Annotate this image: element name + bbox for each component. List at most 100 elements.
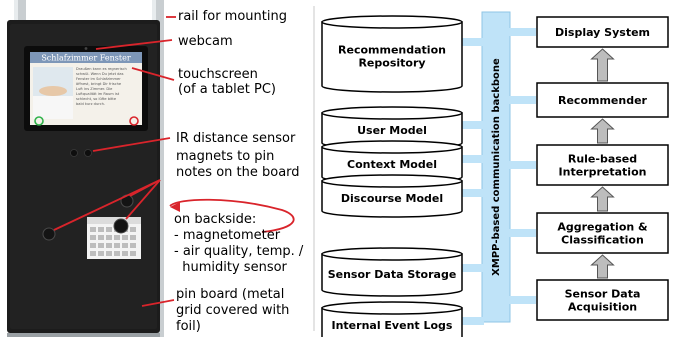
pointer-magnet-2 — [125, 179, 161, 220]
calendar-cell — [98, 251, 104, 256]
label-ir-sensor: IR distance sensor — [176, 131, 296, 146]
ir-sensor-left — [70, 149, 78, 157]
calendar-cell — [90, 243, 96, 248]
label-pin-board-detail-1: grid covered with — [176, 303, 290, 318]
screen-green-button — [34, 116, 44, 126]
calendar-cell — [114, 235, 120, 240]
calendar-cell — [130, 251, 136, 256]
database-top — [321, 174, 463, 188]
database-label: User Model — [357, 124, 427, 137]
ir-sensor-right — [84, 149, 92, 157]
screen-text-line: öffnest, bringt Dir frische — [76, 82, 122, 86]
label-magnets: magnets to pin — [176, 149, 275, 164]
pointer-magnet-3 — [129, 179, 161, 197]
backbone-connector — [508, 161, 536, 169]
pipeline-label: Classification — [561, 234, 644, 247]
screen-red-button — [129, 116, 139, 126]
backbone-connector — [508, 229, 536, 237]
calendar-cell — [106, 251, 112, 256]
backbone-connector — [460, 189, 484, 197]
screen-text-line: Luftqualität im Raum ist — [76, 92, 120, 96]
label-webcam: webcam — [178, 34, 233, 49]
calendar-cell — [90, 235, 96, 240]
pipeline-stage-2: Recommender — [536, 82, 669, 118]
flow-arrow-up — [590, 48, 615, 82]
pointer-webcam — [95, 39, 173, 50]
calendar-cell — [98, 227, 104, 232]
backbone-bar — [481, 11, 511, 323]
backbone-label: XMPP-based communication backbone — [491, 58, 502, 276]
screen-title: Schlafzimmer Fenster — [41, 54, 131, 63]
database-3: Context Model — [321, 140, 463, 184]
pipeline-box — [536, 279, 669, 321]
database-top — [321, 140, 463, 154]
screen-text-line: Fenster im Schlafzimmer — [76, 77, 121, 81]
backbone-connector — [460, 121, 484, 129]
calendar-cell — [122, 243, 128, 248]
calendar-cell — [106, 227, 112, 232]
database-top — [321, 15, 463, 29]
pipeline-label: Aggregation & — [557, 221, 648, 234]
database-label: Discourse Model — [341, 192, 443, 205]
xmpp-backbone: XMPP-based communication backbone — [460, 11, 536, 325]
database-top — [321, 106, 463, 120]
database-5: Sensor Data Storage — [321, 247, 463, 297]
pointer-lines — [53, 16, 295, 307]
label-humidity: humidity sensor — [174, 260, 287, 275]
backbone-connector — [460, 264, 484, 272]
calendar-cell — [98, 243, 104, 248]
calendar-cell — [106, 243, 112, 248]
flow-arrow-up — [590, 118, 615, 144]
database-label: Sensor Data Storage — [328, 268, 457, 281]
database-label: Repository — [358, 57, 425, 70]
board-foot — [7, 333, 160, 337]
webcam-lens — [84, 47, 88, 50]
backside-curve — [169, 198, 295, 233]
flow-arrow-up — [590, 186, 615, 212]
pipeline-box — [536, 16, 669, 48]
calendar-cell — [130, 227, 136, 232]
calendar-cell — [122, 235, 128, 240]
backside-arrowhead — [170, 202, 180, 212]
database-label: Recommendation — [338, 44, 446, 57]
pipeline-label: Interpretation — [559, 166, 647, 179]
magnet — [42, 227, 56, 241]
calendar-header — [87, 217, 141, 224]
calendar-cell — [114, 243, 120, 248]
database-top — [321, 301, 463, 315]
label-pin-board: pin board (metal — [176, 287, 285, 302]
label-touchscreen-detail: (of a tablet PC) — [178, 82, 276, 97]
label-backside-colon: : — [251, 212, 257, 227]
pipeline-label: Acquisition — [568, 301, 637, 314]
flow-arrow-up — [590, 254, 615, 279]
pipeline-label: Sensor Data — [565, 288, 641, 301]
calendar-cell — [130, 243, 136, 248]
label-backside: on backside: — [174, 212, 256, 227]
label-rail: rail for mounting — [178, 9, 287, 24]
pointer-pinboard — [141, 299, 175, 307]
calendar-cell — [114, 251, 120, 256]
label-magnets-detail: notes on the board — [176, 165, 300, 180]
database-6: Internal Event Logs — [321, 301, 463, 341]
label-pin-board-detail-2: foil) — [176, 319, 201, 334]
calendar-cell — [130, 235, 136, 240]
pointer-touchscreen — [131, 67, 175, 81]
pipeline-stage-4: Aggregation &Classification — [536, 212, 669, 254]
backbone-connector — [508, 296, 536, 304]
backbone-connector — [460, 155, 484, 163]
pipeline-box — [536, 144, 669, 186]
pipeline-label: Rule-based — [568, 153, 637, 166]
backbone-connector — [508, 28, 536, 36]
calendar-grid — [90, 227, 136, 256]
screen-photo-bed — [33, 96, 73, 119]
backbone-connector — [460, 38, 484, 46]
magnet — [113, 218, 129, 234]
label-backside-bold: on backside — [174, 212, 252, 227]
